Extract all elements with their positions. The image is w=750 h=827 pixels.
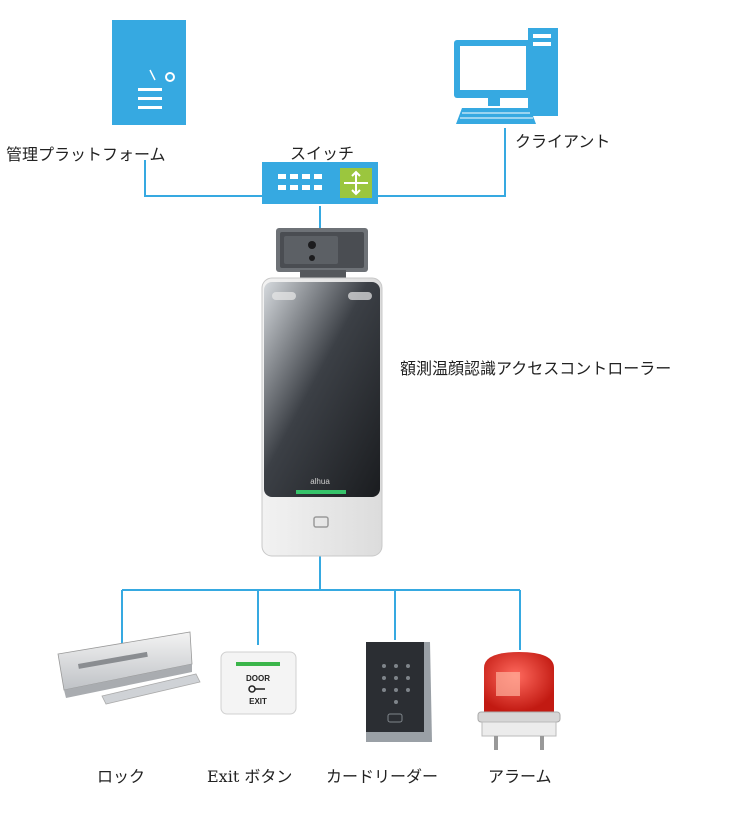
label-client: クライアント xyxy=(515,132,611,151)
connection-lines xyxy=(121,128,521,650)
label-controller: 額測温顔認識アクセスコントローラー xyxy=(400,359,672,378)
label-exit-button: Exit ボタン xyxy=(207,767,293,786)
switch-icon xyxy=(262,162,378,204)
label-switch: スイッチ xyxy=(290,144,355,163)
label-lock: ロック xyxy=(97,767,146,786)
exit-button-icon: DOOR EXIT xyxy=(220,651,297,715)
alarm-light-icon xyxy=(477,652,561,750)
label-card-reader: カードリーダー xyxy=(326,767,439,786)
brand-logo: alhua xyxy=(310,477,330,486)
label-platform: 管理プラットフォーム xyxy=(6,145,166,164)
card-reader-icon xyxy=(366,642,432,742)
computer-icon xyxy=(454,28,558,124)
access-controller-icon: alhua xyxy=(261,228,383,557)
exit-button-top-text: DOOR xyxy=(246,674,270,683)
label-alarm: アラーム xyxy=(488,767,552,786)
server-icon xyxy=(112,20,186,125)
magnetic-lock-icon xyxy=(57,631,201,705)
exit-button-bottom-text: EXIT xyxy=(249,697,267,706)
